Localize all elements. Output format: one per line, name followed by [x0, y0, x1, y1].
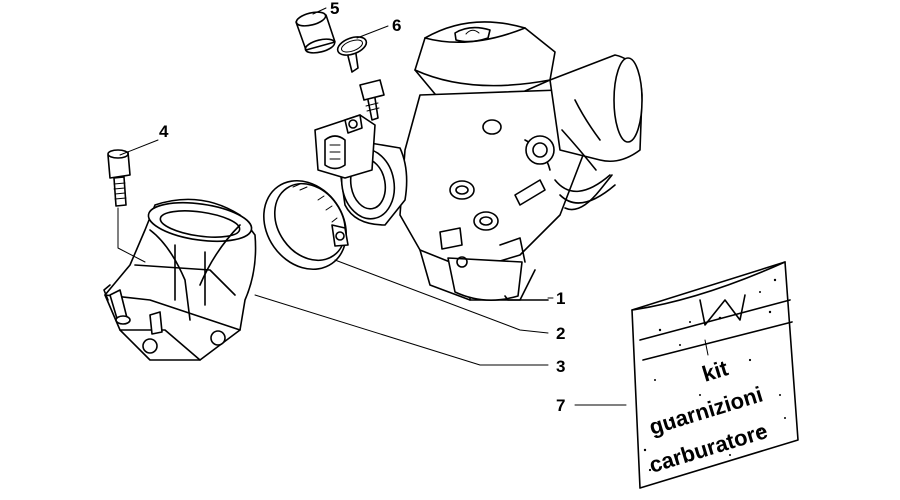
- callout-labels: 1 2 3 4 5 6 7: [159, 0, 565, 415]
- leader-lines: [117, 7, 627, 406]
- callout-1: 1: [556, 289, 565, 308]
- spring-clip-part: [336, 36, 368, 73]
- leader-line-6: [356, 25, 389, 39]
- callout-2: 2: [556, 324, 565, 343]
- callout-4: 4: [159, 122, 169, 141]
- leader-line-4: [119, 139, 159, 156]
- callout-7: 7: [556, 396, 565, 415]
- bolt-part: [107, 149, 131, 207]
- hose-clamp-part: [263, 179, 349, 271]
- callout-5: 5: [330, 0, 339, 18]
- gasket-kit-bag-part: kit guarnizioni carburatore: [631, 261, 799, 489]
- leader-line-3: [254, 294, 549, 366]
- leader-line-2: [334, 259, 549, 334]
- callout-3: 3: [556, 357, 565, 376]
- callout-6: 6: [392, 16, 401, 35]
- sleeve-part: [295, 11, 336, 54]
- intake-manifold-part: [103, 198, 257, 361]
- leader-line-5: [312, 7, 327, 15]
- carburetor-part: [314, 21, 643, 301]
